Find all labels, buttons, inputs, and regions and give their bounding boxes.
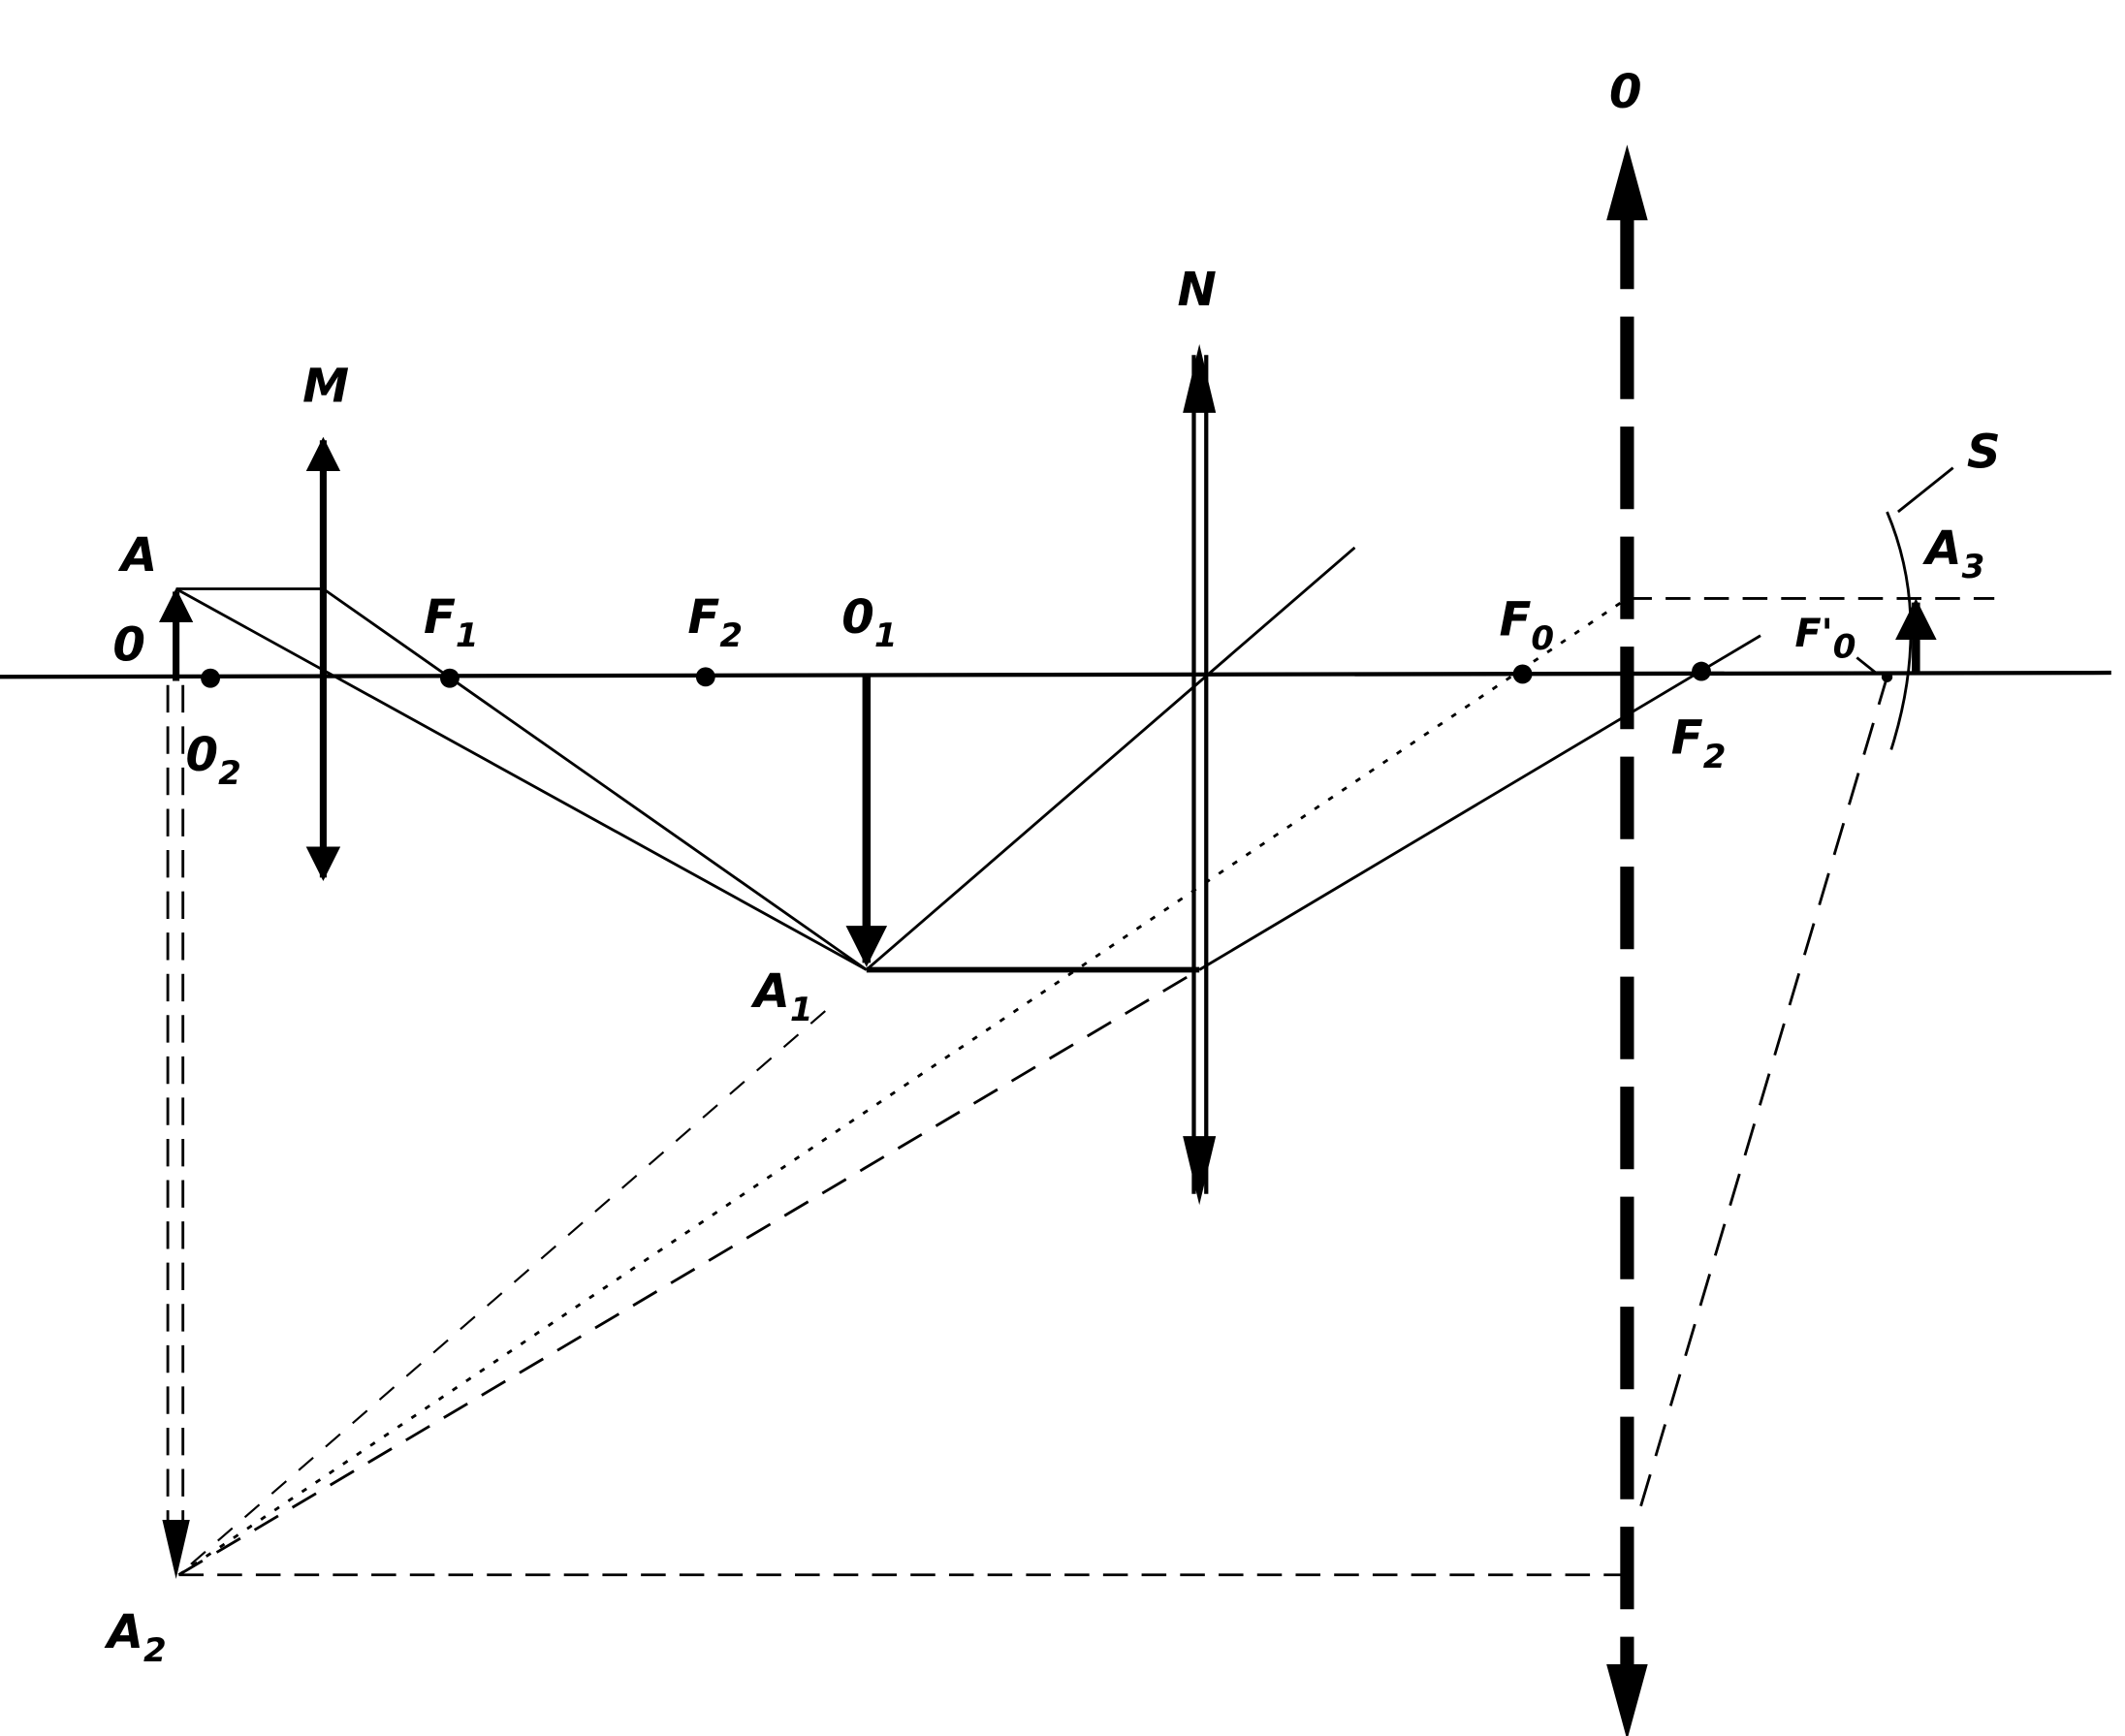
optical-axis [0, 670, 2111, 679]
point-O2 [201, 668, 221, 688]
label-M: M [302, 360, 349, 414]
label-A1: A1 [749, 964, 812, 1029]
label-F1: F1 [424, 590, 479, 655]
lens-O [1606, 144, 1648, 1736]
screen-S-leader [1897, 466, 1954, 514]
label-O: 0 [112, 617, 145, 672]
F0-prime-leader [1855, 656, 1879, 676]
image-arrow-A2-head [162, 1519, 190, 1580]
lens-N [1183, 343, 1217, 1206]
solid-rays [174, 546, 1761, 973]
label-F0-prime: F'0 [1794, 612, 1855, 666]
dashed-rays [166, 597, 1995, 1577]
label-A3: A3 [1921, 521, 1984, 586]
label-A: A [117, 528, 157, 583]
label-F2-second: F2 [1671, 711, 1727, 776]
label-lens-O: 0 [1609, 65, 1642, 119]
label-F0: F0 [1499, 593, 1554, 658]
point-F0 [1512, 664, 1533, 684]
label-A2: A2 [104, 1605, 167, 1670]
label-O2: 02 [186, 728, 241, 793]
screen-S-arc [1886, 511, 1913, 750]
label-S: S [1967, 426, 2001, 480]
point-F0-prime [1881, 671, 1893, 682]
label-F2: F2 [687, 590, 743, 655]
label-N: N [1177, 263, 1216, 317]
point-F2 [695, 667, 715, 687]
label-O1: 01 [841, 590, 897, 655]
